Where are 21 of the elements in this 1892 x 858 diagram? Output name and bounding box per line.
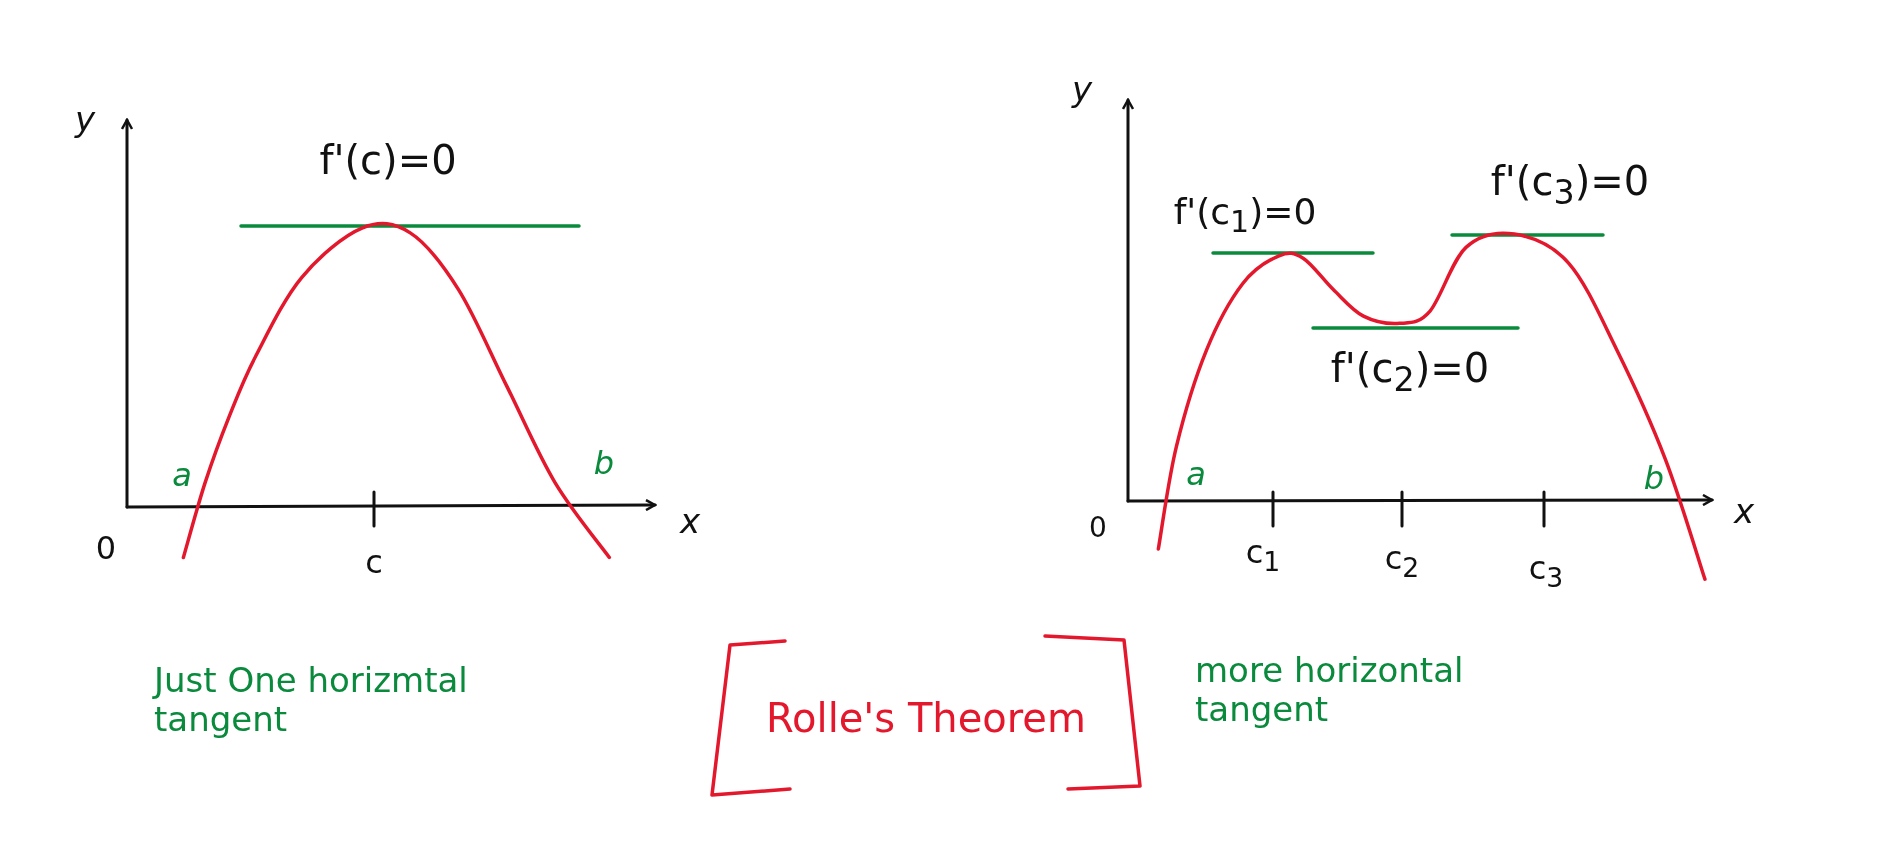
axis-label: x — [679, 502, 701, 542]
equation-label: f'(c$_{3}$)=0 — [1490, 157, 1650, 213]
origin-label: 0 — [95, 529, 117, 567]
equation-label: f'(c)=0 — [319, 137, 457, 183]
axis-label: y — [1071, 70, 1093, 110]
caption-text: more horizontal tangent — [1195, 650, 1465, 730]
equation-label: f'(c$_{1}$)=0 — [1173, 190, 1317, 240]
caption-text: Just One horizmtal tangent — [154, 660, 469, 740]
point-label: a — [1186, 455, 1206, 493]
tick-label: c$_{2}$ — [1384, 540, 1420, 584]
axis-label: y — [74, 100, 96, 140]
axis-label: x — [1733, 492, 1755, 532]
title: Rolle's Theorem — [766, 695, 1086, 741]
equation-label: f'(c$_{2}$)=0 — [1330, 344, 1490, 400]
point-label: b — [593, 444, 615, 482]
origin-label: 0 — [1089, 511, 1107, 545]
point-label: a — [172, 456, 192, 494]
tick-label: c — [365, 543, 383, 581]
point-label: b — [1643, 459, 1665, 497]
tick-label: c$_{3}$ — [1528, 550, 1564, 594]
tick-label: c$_{1}$ — [1245, 534, 1281, 578]
